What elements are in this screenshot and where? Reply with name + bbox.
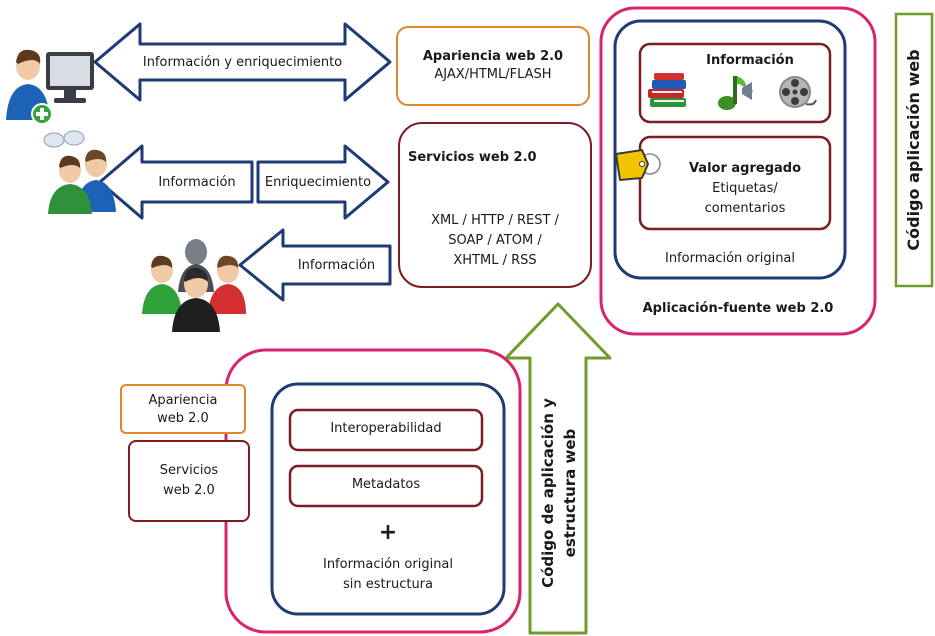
books-icon xyxy=(648,73,686,107)
metadatos-box xyxy=(288,464,484,508)
green-up-arrow xyxy=(504,302,612,635)
metadatos-label: Metadatos xyxy=(351,477,421,492)
green-arrow-label-line-1: Código de aplicación y xyxy=(539,398,557,588)
arrow-enrichment-right xyxy=(256,144,390,220)
info-box xyxy=(638,42,832,124)
tag-icon xyxy=(615,149,661,181)
plus-sign: + xyxy=(378,520,398,545)
valor-line-2: comentarios xyxy=(704,201,786,216)
group-users-icon xyxy=(142,239,246,332)
original-info: Información original xyxy=(664,251,796,266)
source-app-inner xyxy=(613,19,847,280)
arrow-info-left xyxy=(98,144,254,220)
film-reel-icon xyxy=(779,76,817,108)
arrow-label-mid-right: Enriquecimiento xyxy=(264,175,372,190)
valor-line-1: Etiquetas/ xyxy=(712,181,778,196)
bottom-apariencia-line-2: web 2.0 xyxy=(157,411,209,426)
bottom-original-line-2: sin estructura xyxy=(342,577,433,592)
interop-label: Interoperabilidad xyxy=(330,421,442,436)
bottom-apariencia-line-1: Apariencia xyxy=(148,393,218,408)
double-arrow-info-enrichment xyxy=(93,22,392,102)
arrow-label-mid-left: Información xyxy=(158,175,236,190)
bottom-servicios-box xyxy=(128,440,250,522)
interop-box xyxy=(288,408,484,452)
music-note-icon xyxy=(718,76,753,110)
valor-title: Valor agregado xyxy=(688,161,802,176)
source-app-caption: Aplicación-fuente web 2.0 xyxy=(642,301,834,316)
arrow-info-bottom xyxy=(238,228,392,302)
servicios-line-2: SOAP / ATOM / xyxy=(448,233,542,248)
info-title: Información xyxy=(706,53,794,68)
bottom-servicios-line-1: Servicios xyxy=(159,463,219,478)
valor-box xyxy=(638,135,832,231)
apariencia-title: Apariencia web 2.0 xyxy=(422,49,564,64)
green-arrow-label-line-2: estructura web xyxy=(561,428,579,558)
arrow-label-top: Información y enriquecimiento xyxy=(142,55,343,70)
apariencia-box xyxy=(396,26,590,106)
code-app-label: Código aplicación web xyxy=(904,49,923,251)
bottom-inner xyxy=(270,382,506,616)
source-app-container xyxy=(599,6,877,336)
code-app-box xyxy=(894,12,934,288)
arrow-label-bottom: Información xyxy=(297,258,376,273)
bottom-original-line-1: Información original xyxy=(322,557,454,572)
bottom-apariencia-box xyxy=(120,384,246,434)
two-users-icon xyxy=(43,130,116,214)
servicios-box xyxy=(398,122,592,288)
servicios-title: Servicios web 2.0 xyxy=(408,150,537,165)
servicios-line-1: XML / HTTP / REST / xyxy=(431,213,559,228)
servicios-line-3: XHTML / RSS xyxy=(453,253,537,268)
single-user-icon xyxy=(6,49,94,125)
bottom-servicios-line-2: web 2.0 xyxy=(163,483,215,498)
apariencia-subtitle: AJAX/HTML/FLASH xyxy=(434,67,552,82)
